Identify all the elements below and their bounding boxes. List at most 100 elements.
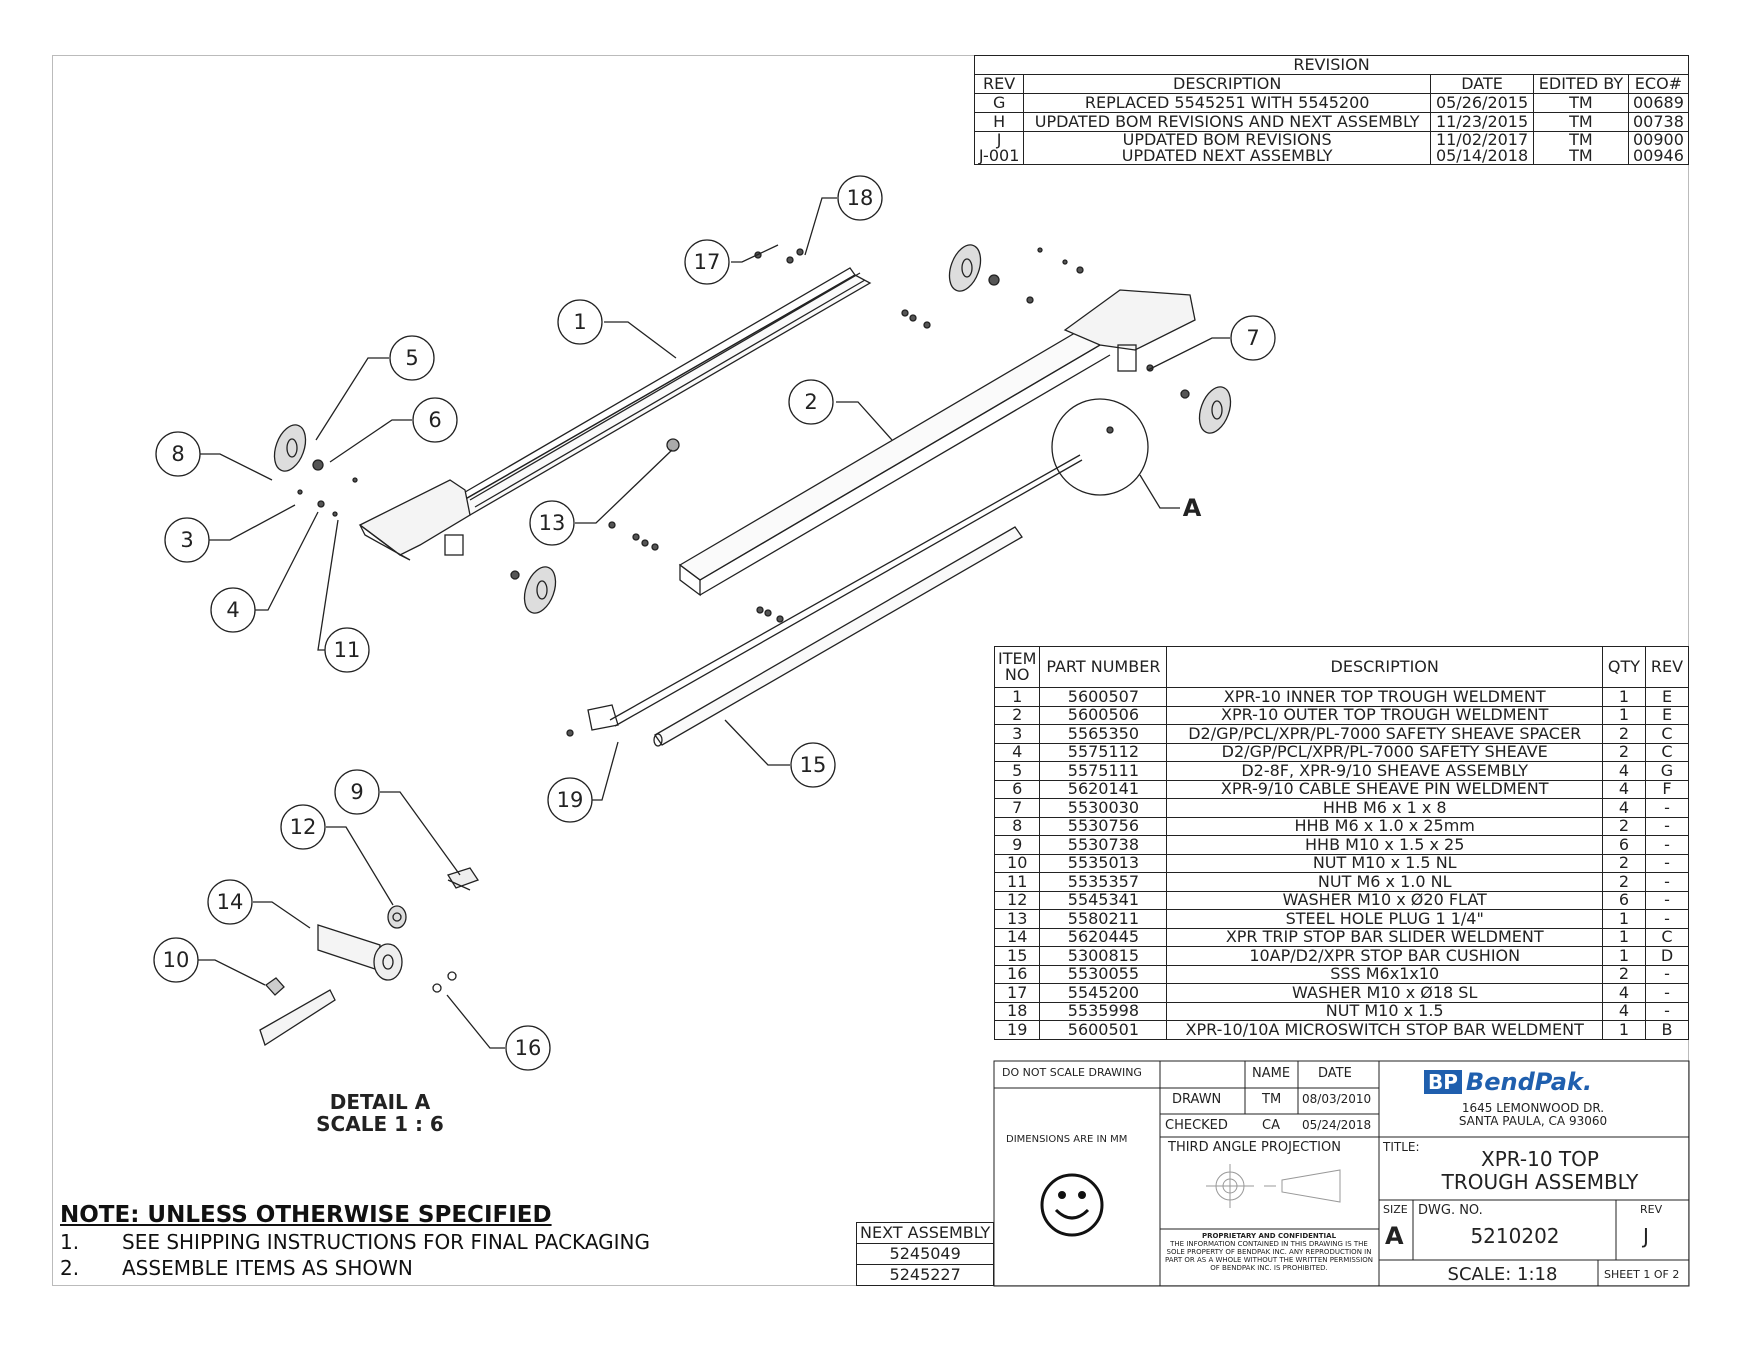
bom-cell: - [1645, 835, 1689, 855]
name-label: NAME [1252, 1066, 1291, 1081]
balloon-19 [547, 777, 593, 823]
bom-item-header: ITEM NO [993, 646, 1041, 688]
outer-trough-part [678, 289, 1196, 597]
address-line-2: SANTA PAULA, CA 93060 [1458, 1114, 1608, 1128]
bom-cell: XPR-9/10 CABLE SHEAVE PIN WELDMENT [1166, 779, 1603, 799]
bom-cell: 5 [993, 761, 1041, 781]
balloon-10-label: 10 [163, 948, 190, 972]
bom-cell: 1 [1602, 687, 1646, 707]
bom-cell: 19 [993, 1020, 1041, 1040]
bom-cell: HHB M6 x 1 x 8 [1166, 798, 1603, 818]
revision-cell: UPDATED BOM REVISIONS AND NEXT ASSEMBLY [1023, 112, 1432, 132]
revision-table: REVISION REV DESCRIPTION DATE EDITED BY … [973, 55, 1690, 165]
bom-cell: - [1645, 983, 1689, 1003]
bom-cell: C [1645, 724, 1689, 744]
bom-cell: 5545341 [1039, 890, 1168, 910]
balloon-11-label: 11 [334, 638, 361, 662]
bom-cell: 5530055 [1039, 964, 1168, 984]
revision-cell: REPLACED 5545251 WITH 5545200 [1023, 93, 1432, 113]
balloon-14 [207, 879, 253, 925]
revision-cell: 00900 00946 [1627, 131, 1690, 165]
bom-rev-header: REV [1645, 646, 1689, 688]
bom-cell: XPR-10/10A MICROSWITCH STOP BAR WELDMENT [1166, 1020, 1603, 1040]
revision-cell: TM [1533, 112, 1629, 132]
revision-title: REVISION [974, 55, 1689, 75]
balloon-8-label: 8 [171, 442, 184, 466]
checked-date: 05/24/2018 [1302, 1118, 1372, 1132]
drawn-label: DRAWN [1172, 1092, 1222, 1107]
revision-cell: J J-001 [973, 131, 1025, 165]
drawing-rev: J [1643, 1224, 1649, 1248]
bom-cell: 2 [1602, 724, 1646, 744]
revision-cell: 05/26/2015 [1430, 93, 1535, 113]
balloon-3 [164, 517, 210, 563]
balloon-2-label: 2 [804, 390, 817, 414]
notes-title: NOTE: UNLESS OTHERWISE SPECIFIED [60, 1202, 552, 1228]
bom-cell: 5535998 [1039, 1001, 1168, 1021]
detail-a-label: DETAIL A SCALE 1 : 6 [310, 1091, 450, 1135]
balloon-15 [790, 742, 836, 788]
drawn-date: 08/03/2010 [1302, 1092, 1372, 1106]
bom-cell: 2 [1602, 742, 1646, 762]
date-label: DATE [1318, 1066, 1352, 1081]
balloon-19-label: 19 [557, 788, 584, 812]
bom-cell: C [1645, 742, 1689, 762]
balloon-1 [557, 299, 603, 345]
balloon-9 [334, 769, 380, 815]
rev-edited-header: EDITED BY [1533, 74, 1629, 94]
revision-cell: 00738 [1627, 112, 1690, 132]
detail-a-callout-label: A [1183, 494, 1202, 522]
item-balloons [153, 175, 1276, 1071]
bom-cell: 1 [1602, 927, 1646, 947]
bom-cell: 5530738 [1039, 835, 1168, 855]
smiley-icon [1040, 1173, 1104, 1237]
bom-part-header: PART NUMBER [1039, 646, 1168, 688]
third-angle-projection-icon [1206, 1164, 1341, 1208]
stop-bar-weldment-part [587, 454, 1083, 731]
stop-bar-cushion-part [653, 526, 1023, 747]
bom-cell: 5580211 [1039, 909, 1168, 929]
bom-cell: G [1645, 761, 1689, 781]
bom-cell: 6 [1602, 890, 1646, 910]
balloon-7-label: 7 [1246, 326, 1259, 350]
sheet-size: A [1385, 1222, 1404, 1250]
balloon-12 [280, 804, 326, 850]
bom-cell: C [1645, 927, 1689, 947]
inner-trough-part [358, 267, 872, 561]
balloon-1-label: 1 [573, 310, 586, 334]
balloon-17-label: 17 [694, 250, 721, 274]
bom-cell: - [1645, 890, 1689, 910]
balloon-8 [155, 431, 201, 477]
bendpak-logo: BP BendPak. [1424, 1068, 1592, 1096]
bom-cell: 5620445 [1039, 927, 1168, 947]
note-2: 2. ASSEMBLE ITEMS AS SHOWN [60, 1256, 650, 1280]
rev-header: REV [973, 74, 1025, 94]
note-1-number: 1. [60, 1230, 80, 1254]
bom-cell: D2/GP/PCL/XPR/PL-7000 SAFETY SHEAVE SPAC… [1166, 724, 1603, 744]
sheet-number: SHEET 1 OF 2 [1604, 1268, 1680, 1281]
bom-cell: 15 [993, 946, 1041, 966]
checked-label: CHECKED [1165, 1118, 1228, 1133]
drawing-sheet-border [52, 55, 1689, 1286]
detail-a-scale: SCALE 1 : 6 [316, 1112, 444, 1136]
bom-cell: 11 [993, 872, 1041, 892]
bom-cell: XPR-10 OUTER TOP TROUGH WELDMENT [1166, 705, 1603, 725]
title-label: TITLE: [1383, 1140, 1420, 1154]
bom-cell: SSS M6x1x10 [1166, 964, 1603, 984]
bom-cell: - [1645, 964, 1689, 984]
bom-cell: 5600506 [1039, 705, 1168, 725]
bom-cell: 13 [993, 909, 1041, 929]
bom-cell: 2 [1602, 853, 1646, 873]
balloon-5-label: 5 [405, 346, 418, 370]
bom-cell: NUT M6 x 1.0 NL [1166, 872, 1603, 892]
bom-cell: 3 [993, 724, 1041, 744]
bom-cell: - [1645, 872, 1689, 892]
bom-cell: - [1645, 798, 1689, 818]
bom-cell: NUT M10 x 1.5 [1166, 1001, 1603, 1021]
